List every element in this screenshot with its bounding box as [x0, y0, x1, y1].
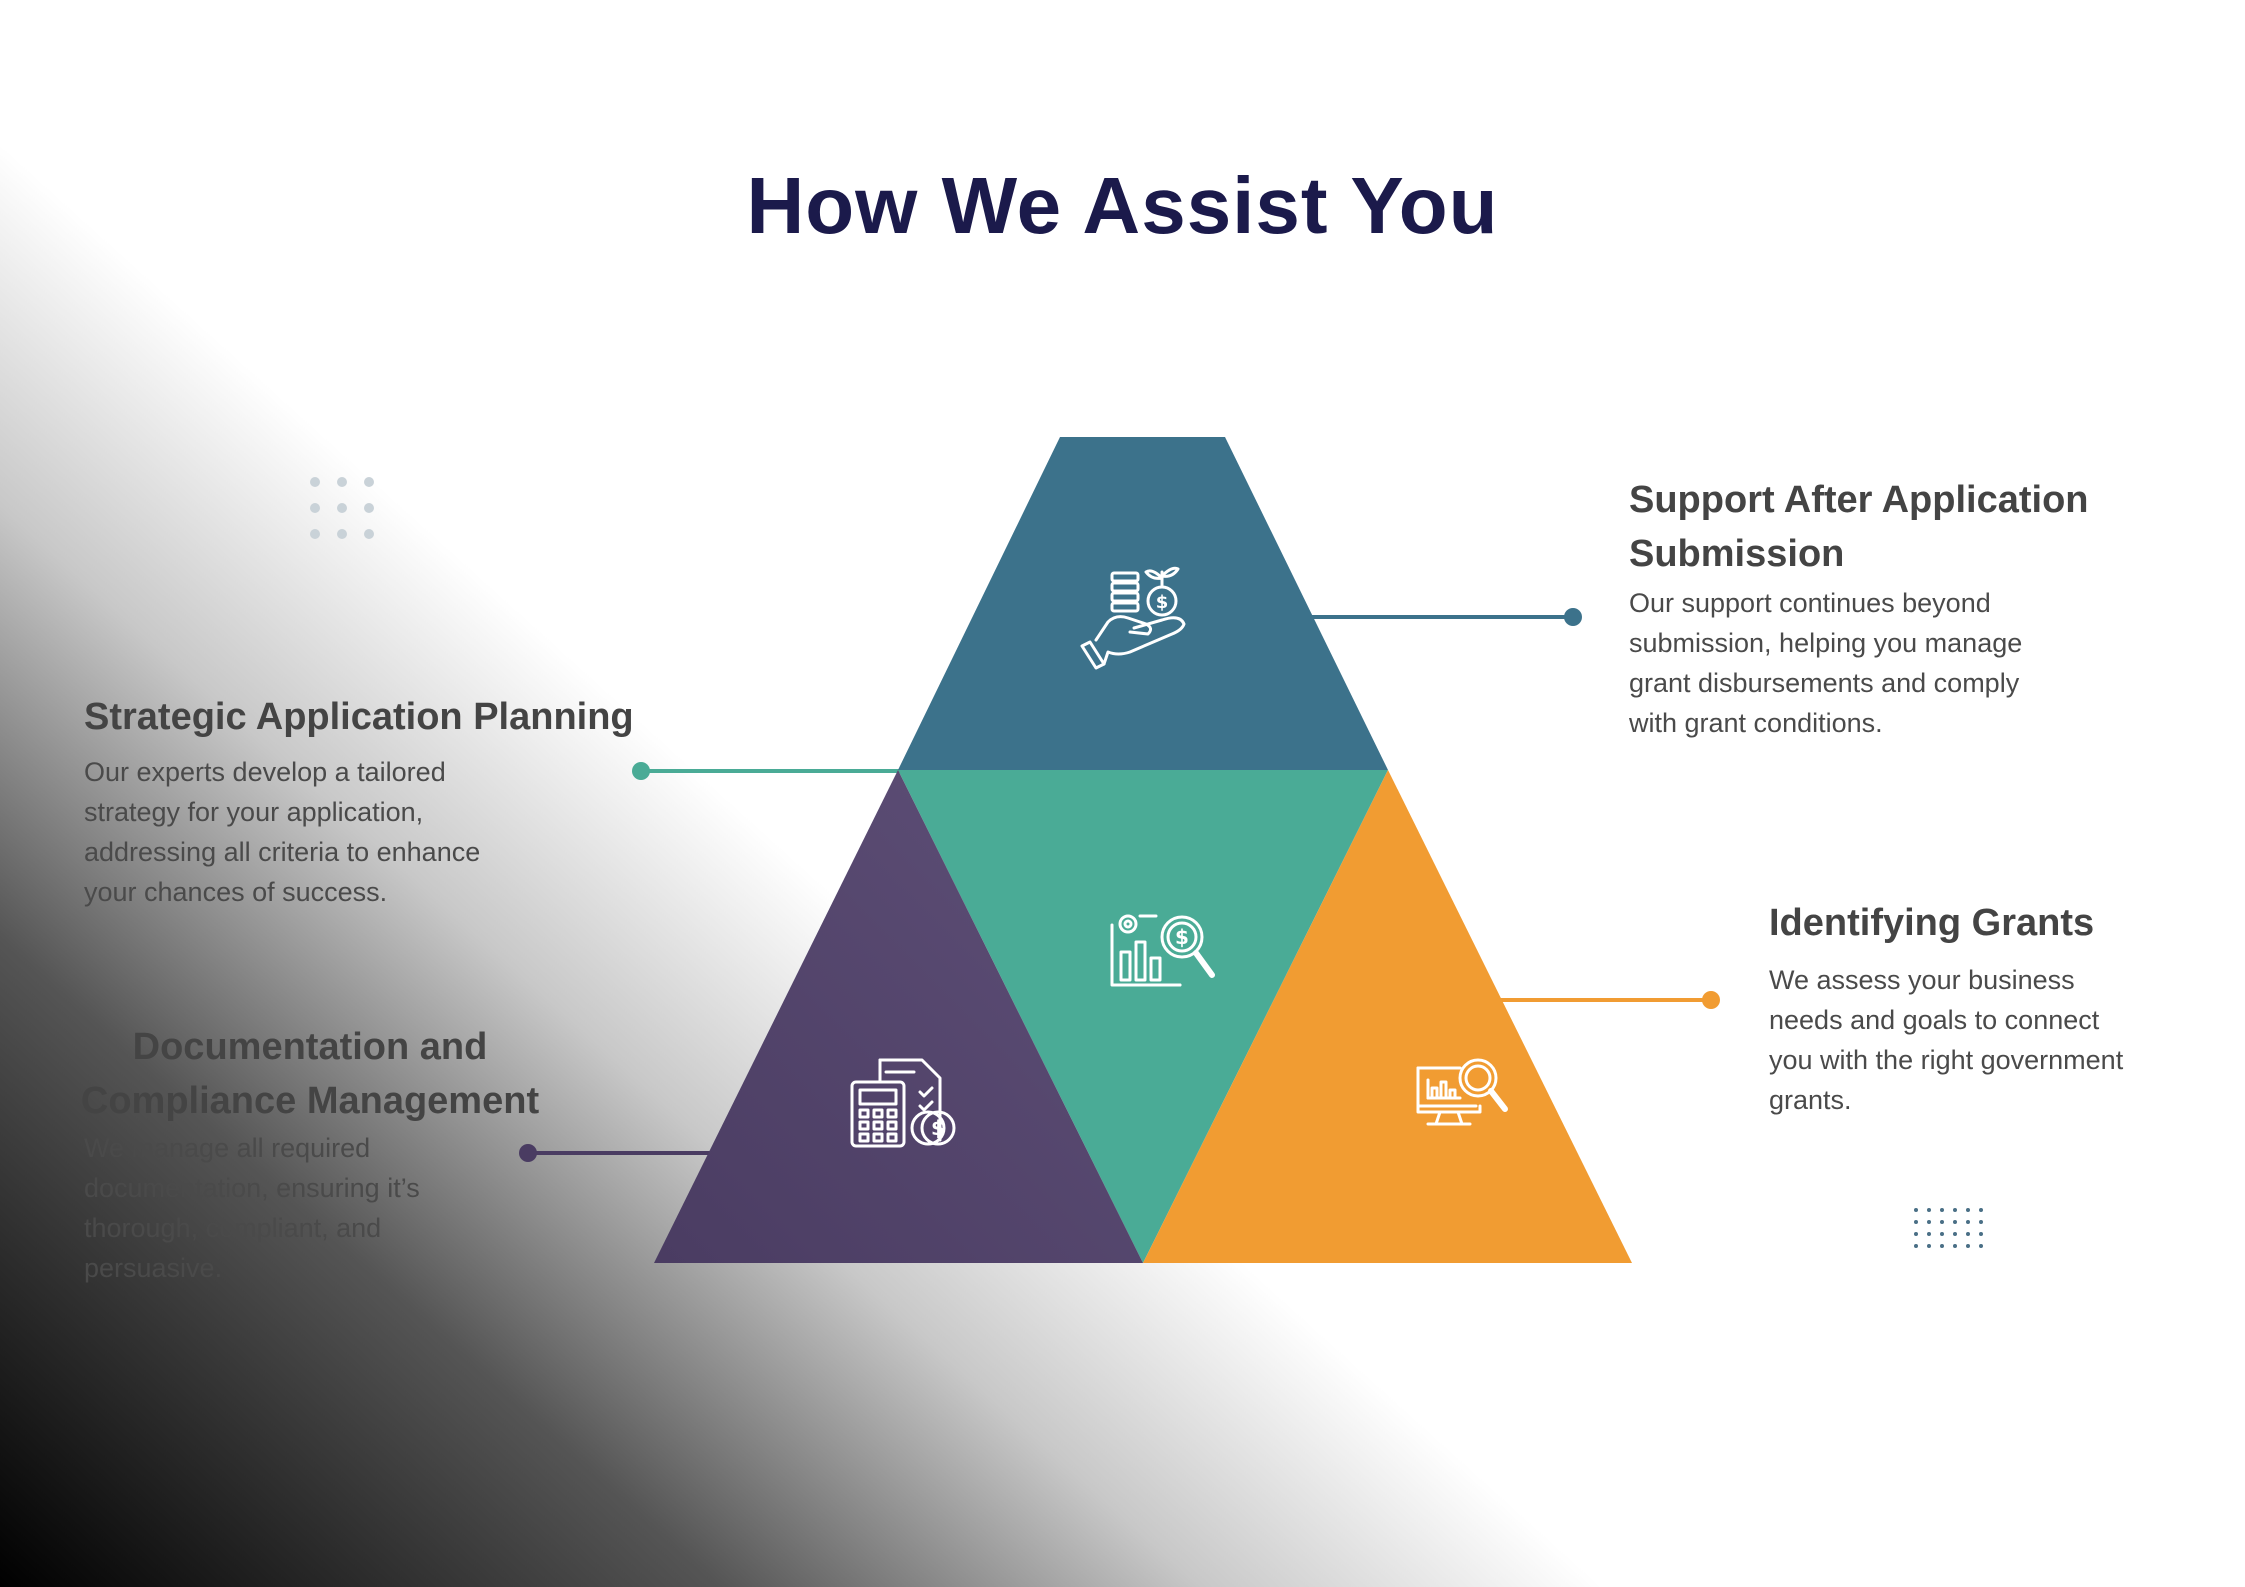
identifying-grants-block: Identifying Grants We assess your busine… — [1769, 896, 2189, 1120]
pyramid-top-section — [898, 437, 1388, 770]
decoration-dot — [1914, 1244, 1918, 1248]
dot-grid-decoration-left — [310, 477, 374, 539]
hand-coins-plant-icon: $ — [1080, 566, 1186, 670]
svg-text:$: $ — [1175, 925, 1189, 949]
decoration-dot — [1953, 1244, 1957, 1248]
decoration-dot — [1914, 1220, 1918, 1224]
pyramid-right-section — [1143, 770, 1632, 1263]
identifying-text: We assess your business needs and goals … — [1769, 965, 2124, 1115]
calculator-document-coin-icon: $ — [850, 1058, 956, 1148]
identifying-heading: Identifying Grants — [1769, 902, 2095, 944]
connector-identifying — [1500, 991, 1720, 1009]
documentation-text: We manage all required documentation, en… — [84, 1133, 420, 1283]
support-heading: Support After Application Submission — [1629, 479, 2089, 575]
dot-grid-decoration-right — [1914, 1208, 1983, 1248]
decoration-dot — [1914, 1232, 1918, 1236]
decoration-dot — [1940, 1208, 1944, 1212]
decoration-dot — [1927, 1220, 1931, 1224]
strategic-planning-block: Strategic Application Planning Our exper… — [84, 690, 724, 912]
decoration-dot — [1979, 1220, 1983, 1224]
decoration-dot — [1979, 1232, 1983, 1236]
decoration-dot — [1966, 1220, 1970, 1224]
monitor-chart-search-icon — [1416, 1058, 1508, 1126]
support-after-submission-block: Support After Application Submission Our… — [1629, 473, 2189, 743]
decoration-dot — [1927, 1232, 1931, 1236]
decoration-dot — [1927, 1244, 1931, 1248]
decoration-dot — [1966, 1208, 1970, 1212]
chart-dollar-magnifier-icon: $ — [1110, 914, 1215, 987]
decoration-dot — [1979, 1208, 1983, 1212]
decoration-dot — [1953, 1220, 1957, 1224]
decoration-dot — [1966, 1244, 1970, 1248]
svg-text:$: $ — [931, 1116, 945, 1140]
strategic-text: Our experts develop a tailored strategy … — [84, 757, 481, 907]
decoration-dot — [1966, 1232, 1970, 1236]
connector-documentation — [519, 1144, 712, 1162]
svg-text:$: $ — [1156, 592, 1169, 613]
decoration-dot — [1940, 1232, 1944, 1236]
pyramid-center-section — [898, 770, 1388, 1263]
documentation-heading: Documentation and Compliance Management — [80, 1026, 540, 1122]
decoration-dot — [1940, 1244, 1944, 1248]
decoration-dot — [1979, 1244, 1983, 1248]
page-title: How We Assist You — [746, 161, 1499, 250]
support-text: Our support continues beyond submission,… — [1629, 588, 2023, 738]
pyramid-left-section — [654, 770, 1143, 1263]
decoration-dot — [1914, 1208, 1918, 1212]
decoration-dot — [1940, 1220, 1944, 1224]
decoration-dot — [1953, 1208, 1957, 1212]
decoration-dot — [1953, 1232, 1957, 1236]
decoration-dot — [1927, 1208, 1931, 1212]
connector-strategic — [632, 762, 902, 780]
documentation-compliance-block: Documentation and Compliance Management … — [60, 1020, 580, 1288]
strategic-heading: Strategic Application Planning — [84, 696, 634, 738]
connector-support — [1310, 608, 1582, 626]
